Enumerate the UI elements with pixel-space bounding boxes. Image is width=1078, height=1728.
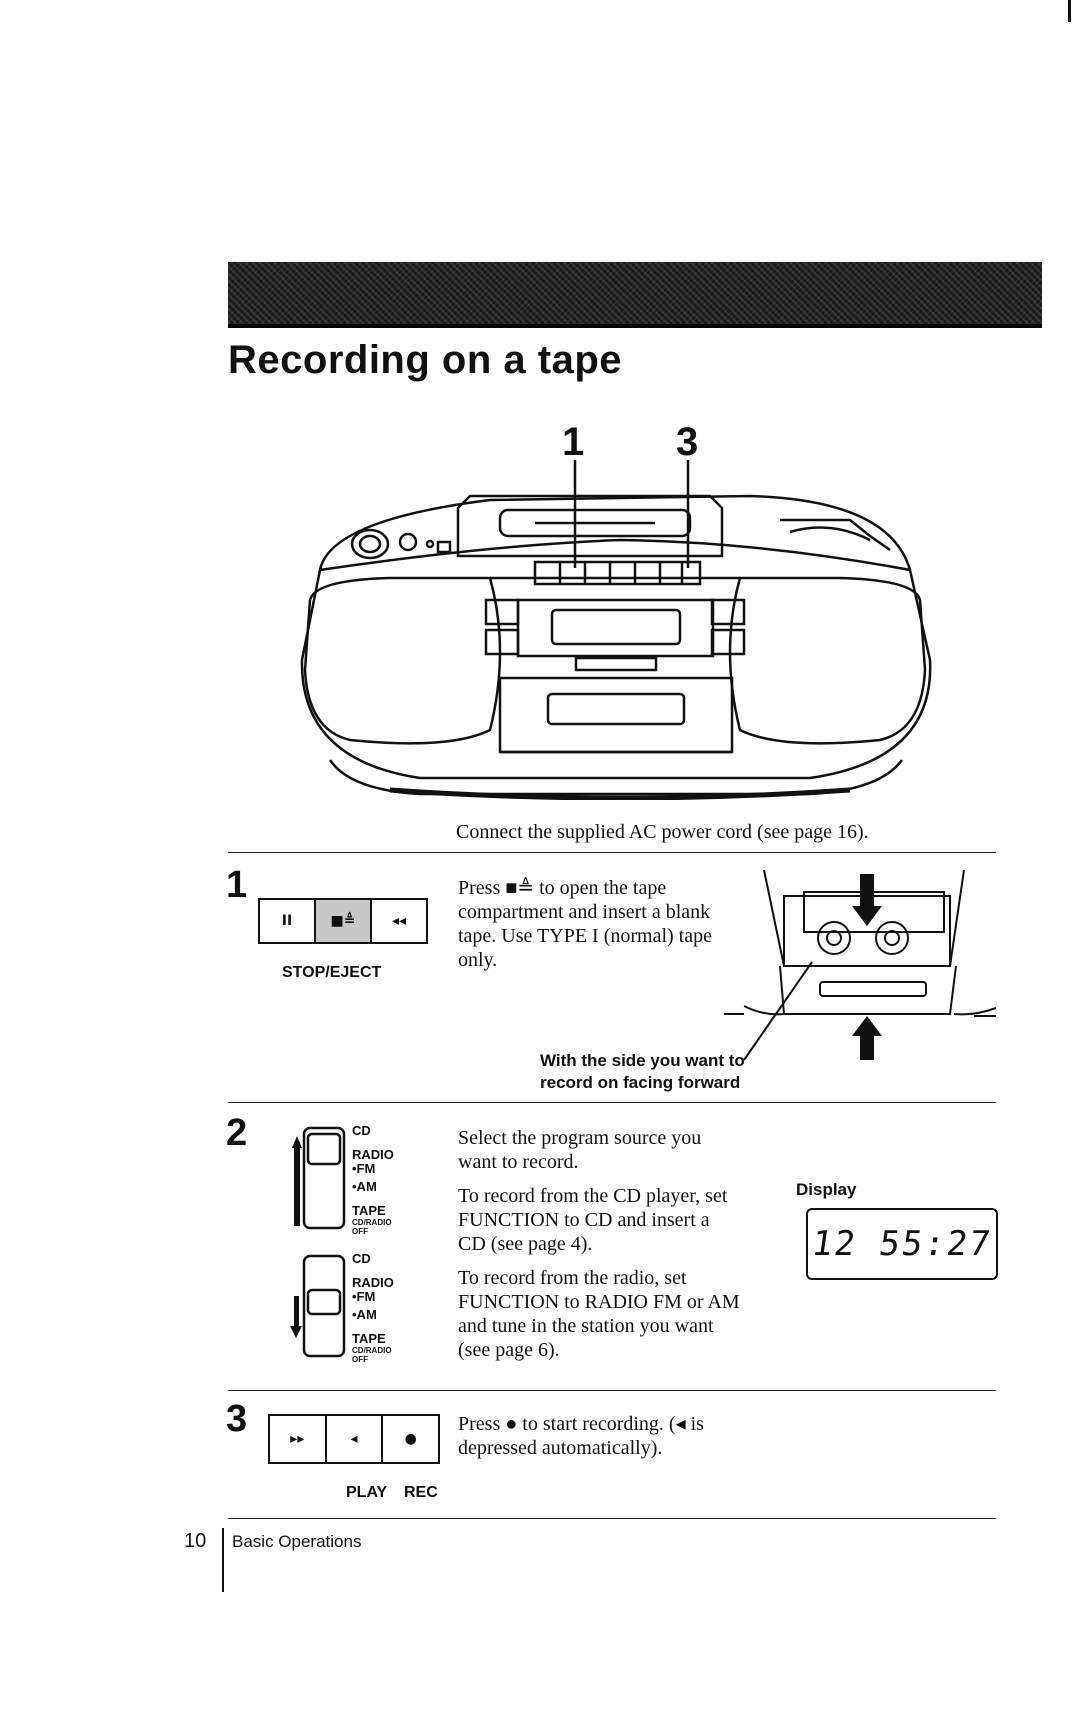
text-line: tape. Use TYPE I (normal) tape [458, 925, 712, 947]
switch-subtext-cd-radio: CD/RADIO [352, 1346, 392, 1355]
switch-label-fm: •FM [352, 1289, 376, 1304]
function-switch-bottom[interactable] [284, 1250, 354, 1360]
text-line: CD (see page 4). [458, 1233, 593, 1255]
footer-rule [228, 1518, 996, 1519]
caption-line: With the side you want to [540, 1051, 745, 1070]
text-line: Press ■≜ to open the tape [458, 877, 667, 899]
switch-label-tape: TAPE [352, 1331, 386, 1346]
cassette-insert-illustration [724, 869, 996, 1061]
section-name: Basic Operations [232, 1532, 362, 1551]
section-rule [228, 1390, 996, 1391]
switch-label-radio: RADIO [352, 1275, 394, 1290]
stop-eject-label: STOP/EJECT [282, 964, 382, 981]
step1-button-strip: II ■≜ ◂◂ [258, 898, 428, 944]
text-line: and tune in the station you want [458, 1315, 714, 1337]
text-line: Select the program source you [458, 1127, 702, 1149]
text-line: only. [458, 949, 498, 971]
record-button[interactable]: ● [404, 1431, 417, 1447]
callout-3: 3 [676, 420, 699, 464]
lcd-display: 12 55:27 [806, 1208, 998, 1280]
switch-label-cd: CD [352, 1123, 371, 1138]
page-number: 10 [184, 1530, 207, 1552]
footer-divider [222, 1528, 224, 1592]
text-line: FUNCTION to RADIO FM or AM [458, 1291, 740, 1313]
switch-label-cd: CD [352, 1251, 371, 1266]
play-label: PLAY [346, 1484, 388, 1501]
fast-forward-button[interactable]: ▸▸ [270, 1416, 327, 1462]
step1-instructions: Press ■≜ to open the tape compartment an… [458, 876, 712, 972]
text-line: FUNCTION to CD and insert a [458, 1209, 710, 1231]
corner-rule [1068, 0, 1071, 22]
text-line: want to record. [458, 1151, 579, 1173]
section-rule [228, 1102, 996, 1103]
page-title: Recording on a tape [228, 338, 622, 382]
switch-subtext-cd-radio: CD/RADIO [352, 1218, 392, 1227]
rewind-button[interactable]: ◂◂ [391, 913, 407, 929]
pause-button[interactable]: II [260, 900, 316, 942]
step2-instructions: Select the program source you want to re… [458, 1126, 740, 1362]
switch-label-tape: TAPE [352, 1203, 386, 1218]
function-switch-top[interactable] [290, 1122, 354, 1232]
step3-instructions: Press ● to start recording. (◂ is depres… [458, 1412, 704, 1460]
cassette-caption: With the side you want to record on faci… [540, 1050, 745, 1094]
text-line: To record from the radio, set [458, 1267, 687, 1289]
switch-subtext-off: OFF [352, 1355, 368, 1364]
stop-eject-button[interactable]: ■≜ [316, 900, 372, 942]
display-label: Display [796, 1180, 857, 1199]
caption-line: record on facing forward [540, 1073, 741, 1092]
play-button[interactable]: ◂ [327, 1416, 384, 1462]
text-line: compartment and insert a blank [458, 901, 711, 923]
text-line: (see page 6). [458, 1339, 560, 1361]
function-switch-bottom-labels: CD RADIO •FM •AM TAPE CD/RADIO OFF [352, 1251, 394, 1365]
section-rule [228, 852, 996, 853]
switch-label-radio: RADIO [352, 1147, 394, 1162]
header-band [228, 262, 1042, 328]
switch-label-am: •AM [352, 1307, 377, 1322]
lcd-display-value: 12 55:27 [809, 1224, 995, 1264]
text-line: Press ● to start recording. (◂ is [458, 1413, 704, 1435]
step-3-number: 3 [226, 1398, 248, 1440]
step-2-number: 2 [226, 1112, 248, 1154]
function-switch-top-labels: CD RADIO •FM •AM TAPE CD/RADIO OFF [352, 1123, 394, 1237]
boombox-illustration [300, 460, 932, 800]
rec-label: REC [404, 1484, 438, 1501]
step3-button-strip: ▸▸ ◂ ● [268, 1414, 440, 1464]
switch-label-fm: •FM [352, 1161, 376, 1176]
callout-1: 1 [562, 420, 585, 464]
text-line: depressed automatically). [458, 1437, 663, 1459]
switch-label-am: •AM [352, 1179, 377, 1194]
step-1-number: 1 [226, 864, 248, 906]
switch-subtext-off: OFF [352, 1227, 368, 1236]
intro-text: Connect the supplied AC power cord (see … [456, 821, 869, 843]
text-line: To record from the CD player, set [458, 1185, 728, 1207]
